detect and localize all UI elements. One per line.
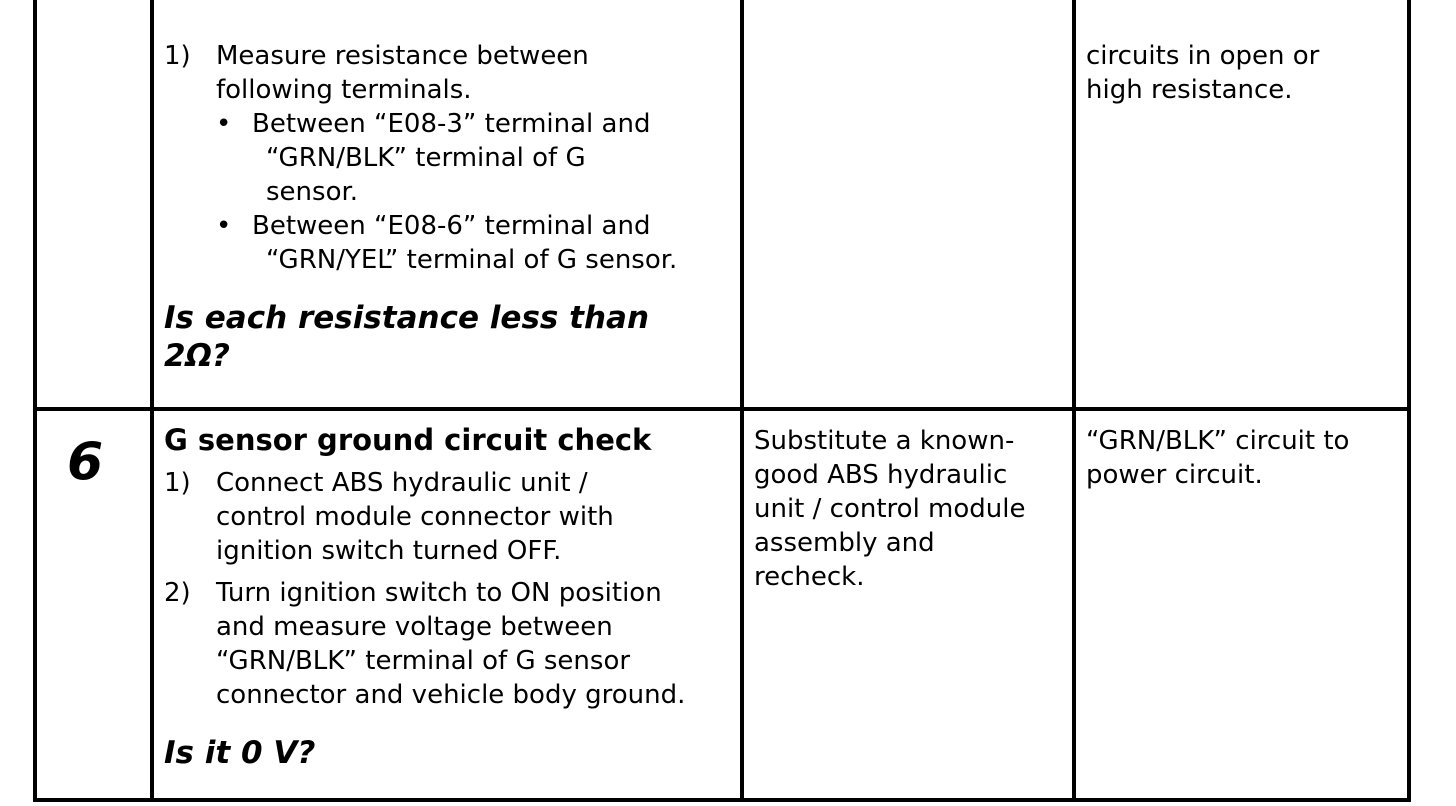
question-line: Is each resistance less than (164, 300, 650, 336)
action-step-1: 1) Measure resistance between following … (164, 39, 730, 277)
bullet-item-2: • Between “E08-6” terminal and “GRN/YEL”… (216, 209, 730, 277)
yes-text-line: assembly and (754, 528, 935, 558)
no-text-line: power circuit. (1086, 460, 1263, 490)
no-text-line: circuits in open or (1086, 41, 1320, 71)
action-step-number: 1) (164, 41, 191, 71)
bullet-text: sensor. (266, 177, 359, 207)
bullet-text: Between “E08-3” terminal and (252, 109, 651, 139)
bullet-text: Between “E08-6” terminal and (252, 211, 651, 241)
bullet-dot: • (216, 109, 232, 139)
action-step-text: ignition switch turned OFF. (216, 536, 562, 566)
action-cell-step-6: G sensor ground circuit check 1) Connect… (150, 407, 744, 802)
step-title: G sensor ground circuit check (164, 423, 652, 457)
bullet-text: “GRN/YEL” terminal of G sensor. (266, 245, 678, 275)
action-step-number: 2) (164, 578, 191, 608)
terminal-bullet-list: • Between “E08-3” terminal and “GRN/BLK”… (216, 107, 730, 277)
yes-text-line: good ABS hydraulic (754, 460, 1008, 490)
no-cell-step-6: “GRN/BLK” circuit to power circuit. (1072, 407, 1411, 802)
action-step-text: control module connector with (216, 502, 614, 532)
action-step-1: 1) Connect ABS hydraulic unit / control … (164, 466, 730, 568)
action-step-number: 1) (164, 468, 191, 498)
action-step-text: Measure resistance between (216, 41, 589, 71)
action-step-text: connector and vehicle body ground. (216, 680, 686, 710)
action-step-2: 2) Turn ignition switch to ON position a… (164, 576, 730, 712)
check-question: Is each resistance less than 2Ω? (164, 299, 730, 375)
action-steps-list: 1) Connect ABS hydraulic unit / control … (164, 466, 730, 712)
action-step-text: Connect ABS hydraulic unit / (216, 468, 588, 498)
bullet-item-1: • Between “E08-3” terminal and “GRN/BLK”… (216, 107, 730, 209)
table-row-previous-step: 1) Measure resistance between following … (33, 0, 1411, 411)
yes-text-line: unit / control module (754, 494, 1026, 524)
yes-cell-step-6: Substitute a known- good ABS hydraulic u… (740, 407, 1076, 802)
bullet-text: “GRN/BLK” terminal of G (266, 143, 586, 173)
check-question: Is it 0 V? (164, 735, 316, 771)
step-number-cell-empty (33, 0, 154, 411)
step-number: 6 (67, 432, 104, 492)
action-step-text: “GRN/BLK” terminal of G sensor (216, 646, 631, 676)
yes-cell-previous (740, 0, 1076, 411)
action-step-text: and measure voltage between (216, 612, 613, 642)
no-text-line: high resistance. (1086, 75, 1293, 105)
action-step-text: following terminals. (216, 75, 472, 105)
diagnostic-table-container: 1) Measure resistance between following … (33, 0, 1411, 802)
bullet-dot: • (216, 211, 232, 241)
step-number-cell: 6 (33, 407, 154, 802)
action-step-text: Turn ignition switch to ON position (216, 578, 662, 608)
no-text-line: “GRN/BLK” circuit to (1086, 426, 1350, 456)
table-row-step-6: 6 G sensor ground circuit check 1) Conne… (33, 407, 1411, 802)
action-steps-list: 1) Measure resistance between following … (164, 39, 730, 277)
action-cell-previous: 1) Measure resistance between following … (150, 0, 744, 411)
yes-text-line: recheck. (754, 562, 865, 592)
no-cell-previous: circuits in open or high resistance. (1072, 0, 1411, 411)
diagnostic-table: 1) Measure resistance between following … (33, 0, 1411, 802)
question-line: 2Ω? (164, 338, 230, 374)
yes-text-line: Substitute a known- (754, 426, 1015, 456)
